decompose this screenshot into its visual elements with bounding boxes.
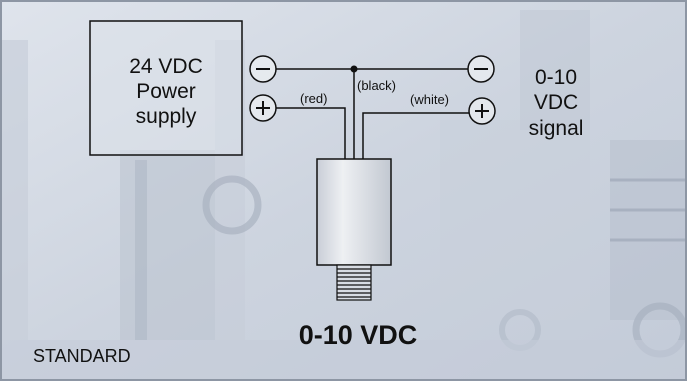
power-supply-label-line2: Power xyxy=(136,80,196,103)
power-supply-box xyxy=(89,20,243,156)
signal-label-line3: signal xyxy=(529,117,584,140)
red-wire xyxy=(276,107,346,159)
product-output-label: 0-10 VDC xyxy=(299,320,418,350)
signal-label-line2: VDC xyxy=(534,91,578,114)
transducer-thread-fitting xyxy=(336,264,372,301)
red-wire-label: (red) xyxy=(300,91,327,106)
signal-label-line1: 0-10 xyxy=(535,66,577,89)
transducer-body xyxy=(316,158,392,266)
white-wire-label: (white) xyxy=(410,92,449,107)
wiring xyxy=(276,68,469,159)
signal-negative-terminal xyxy=(467,55,495,83)
supply-positive-terminal xyxy=(249,94,277,122)
power-supply-label-line3: supply xyxy=(136,105,197,128)
variant-label: STANDARD xyxy=(33,346,131,366)
white-wire xyxy=(362,112,469,159)
supply-negative-terminal xyxy=(249,55,277,83)
signal-positive-terminal xyxy=(468,97,496,125)
wire-junction-dot xyxy=(350,65,358,73)
black-wire-label: (black) xyxy=(357,78,396,93)
power-supply-label-line1: 24 VDC xyxy=(129,55,203,78)
